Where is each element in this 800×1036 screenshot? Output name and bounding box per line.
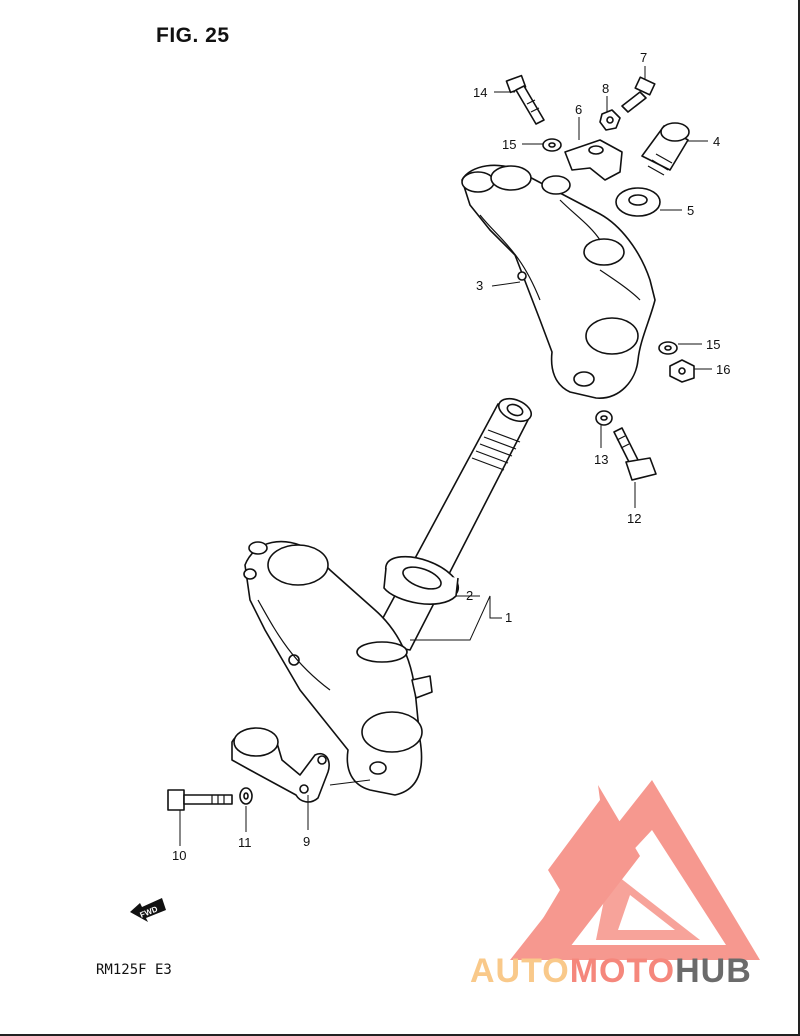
fwd-arrow-icon: FWD bbox=[130, 898, 166, 922]
callout-labels: 1 2 3 4 5 6 7 8 9 10 11 12 13 14 15 15 1… bbox=[172, 50, 730, 863]
callout-1: 1 bbox=[505, 610, 512, 625]
seal-part-2 bbox=[383, 555, 460, 605]
callout-14: 14 bbox=[473, 85, 487, 100]
bolt-part-14 bbox=[505, 74, 545, 125]
callout-3: 3 bbox=[476, 278, 483, 293]
washer-part-15-right bbox=[658, 341, 678, 355]
washer-part-15-upper bbox=[542, 138, 562, 152]
callout-5: 5 bbox=[687, 203, 694, 218]
callout-15-right: 15 bbox=[706, 337, 720, 352]
steering-stem-part-1 bbox=[243, 397, 533, 796]
watermark-logo-icon bbox=[510, 780, 760, 960]
watermark-part-hub: HUB bbox=[675, 952, 752, 990]
callout-6: 6 bbox=[575, 102, 582, 117]
clamp-part-6 bbox=[564, 139, 623, 181]
washer-part-13 bbox=[595, 410, 613, 426]
nut-part-16 bbox=[669, 359, 695, 383]
bolt-part-10 bbox=[167, 789, 233, 811]
callout-13: 13 bbox=[594, 452, 608, 467]
upper-bracket-part-3 bbox=[461, 164, 656, 399]
washer-part-11 bbox=[239, 787, 253, 805]
callout-9: 9 bbox=[303, 834, 310, 849]
bolt-part-4 bbox=[641, 122, 690, 176]
bolt-part-12 bbox=[613, 427, 657, 481]
figure-title: FIG. 25 bbox=[156, 24, 230, 47]
callout-10: 10 bbox=[172, 848, 186, 863]
callout-12: 12 bbox=[627, 511, 641, 526]
callout-11: 11 bbox=[238, 835, 252, 850]
nut-part-8 bbox=[599, 109, 621, 131]
model-code: RM125F E3 bbox=[96, 962, 172, 978]
callout-7: 7 bbox=[640, 50, 647, 65]
leader-lines bbox=[179, 66, 712, 846]
watermark-part-auto: AUTO bbox=[470, 952, 570, 990]
callout-15-upper: 15 bbox=[502, 137, 516, 152]
watermark-part-moto: MOTO bbox=[569, 952, 676, 990]
washer-part-5 bbox=[615, 187, 661, 217]
callout-16: 16 bbox=[716, 362, 730, 377]
callout-2: 2 bbox=[466, 588, 473, 603]
callout-4: 4 bbox=[713, 134, 720, 149]
bracket-part-9 bbox=[231, 727, 330, 803]
callout-8: 8 bbox=[602, 81, 609, 96]
watermark-text: AUTOMOTOHUB bbox=[470, 952, 752, 991]
bolt-part-7 bbox=[621, 76, 656, 113]
